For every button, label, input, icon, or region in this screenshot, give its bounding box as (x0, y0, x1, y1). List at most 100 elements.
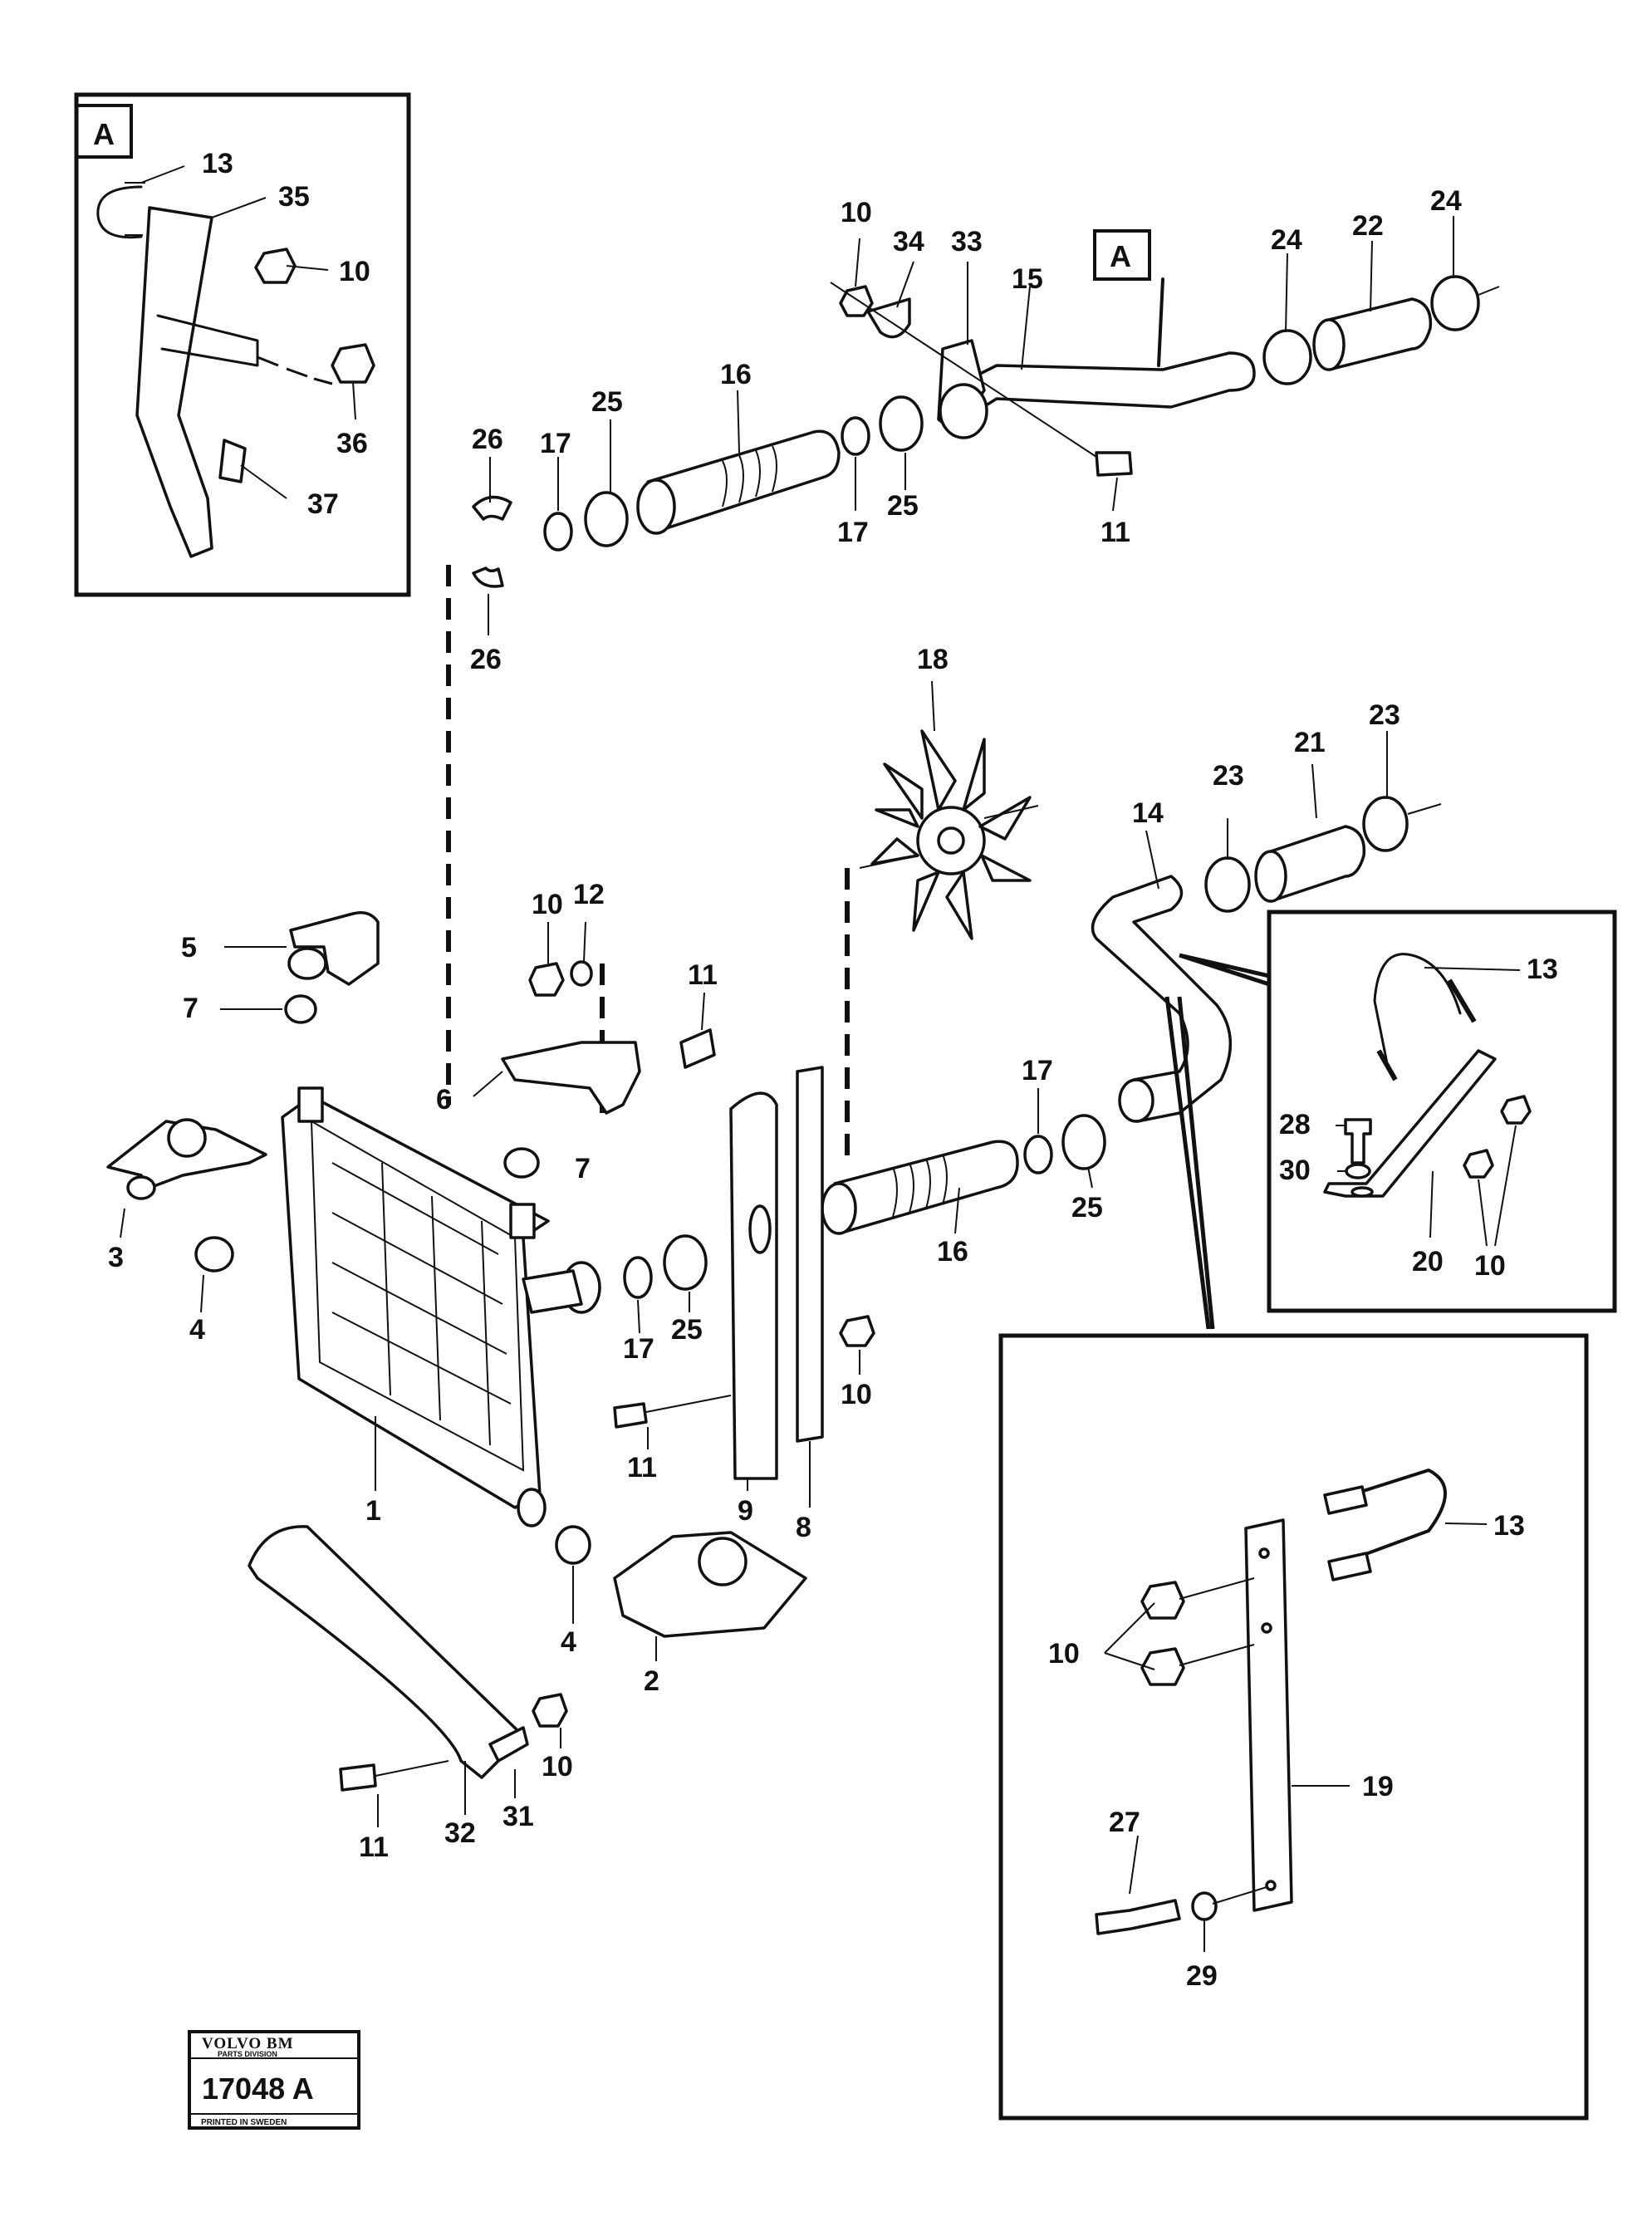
part-number: 24 (1271, 224, 1302, 256)
part-number: 16 (937, 1236, 968, 1268)
fan-guard (248, 1525, 525, 1779)
part-number: 34 (893, 226, 924, 257)
part-number: 35 (278, 181, 310, 213)
o-ring (1023, 1135, 1053, 1174)
part-number: 8 (796, 1512, 811, 1543)
hose (1269, 825, 1366, 903)
hose-clamp (1262, 329, 1312, 385)
part-number: 37 (307, 488, 339, 520)
mounting-bracket (289, 911, 380, 986)
part-number: 7 (183, 993, 199, 1024)
detail-box-a-label: A (93, 117, 115, 151)
part-number: 13 (1493, 1510, 1525, 1542)
lower-pipe (1091, 875, 1233, 1123)
part-number: 36 (336, 428, 368, 459)
part-number: 17 (540, 428, 571, 459)
rubber-bushing (194, 1236, 234, 1272)
part-number: 33 (951, 226, 983, 257)
part-number: 3 (108, 1242, 124, 1273)
stamp-number: 17048 A (202, 2072, 314, 2106)
mounting-bracket (501, 1041, 641, 1115)
nut (1140, 1647, 1185, 1686)
guard-strip (488, 1726, 529, 1763)
part-number: 15 (1012, 263, 1043, 295)
part-number: 18 (917, 644, 949, 675)
part-number: 10 (1048, 1638, 1080, 1670)
part-number: 5 (181, 932, 197, 964)
part-number: 10 (532, 889, 563, 920)
mounting-bracket (613, 1531, 807, 1638)
part-number: 25 (1071, 1192, 1103, 1223)
part-number: 24 (1430, 185, 1462, 217)
part-number: 11 (688, 959, 718, 991)
nut (839, 285, 874, 317)
part-number: 11 (627, 1452, 657, 1483)
bracket (1244, 1518, 1293, 1912)
part-number: 29 (1186, 1960, 1218, 1992)
part-number: 7 (575, 1153, 591, 1184)
lower-pipe-assembly: 14 23 21 23 (1091, 699, 1442, 1330)
nut (1500, 1095, 1532, 1125)
part-number: 22 (1352, 210, 1384, 242)
rubber-bushing (284, 994, 317, 1024)
rubber-bushing (503, 1147, 540, 1179)
o-ring (623, 1256, 653, 1299)
part-number: 17 (837, 517, 869, 548)
nut (331, 343, 375, 384)
hose-clamp (584, 491, 629, 547)
nut (1463, 1149, 1494, 1179)
nut (839, 1315, 875, 1347)
cooling-fan: 18 (859, 644, 1039, 940)
radiator (281, 1095, 550, 1509)
hose-clamp (879, 395, 924, 452)
hose-clamp (1430, 275, 1480, 331)
part-number: 21 (1294, 727, 1326, 758)
part-number: 11 (359, 1831, 389, 1863)
hose-clamp (663, 1234, 708, 1291)
o-ring (543, 512, 573, 552)
washer (570, 960, 593, 987)
part-number: 23 (1213, 760, 1244, 792)
part-number: 25 (887, 490, 919, 522)
part-number: 13 (1527, 954, 1558, 985)
part-number: 4 (189, 1314, 205, 1346)
shroud-plate (796, 1066, 824, 1443)
bolt (1344, 1118, 1372, 1165)
part-number: 9 (738, 1495, 753, 1527)
stamp-brand: VOLVO BM (202, 2035, 294, 2052)
part-number: 1 (365, 1495, 381, 1527)
part-number: 11 (1101, 517, 1130, 548)
part-number: 26 (472, 424, 503, 455)
part-number: 28 (1279, 1109, 1311, 1140)
nut (528, 962, 565, 997)
part-number: 6 (436, 1084, 452, 1116)
detail-box-bracket-19: 13 10 19 27 29 (998, 1333, 1589, 2121)
washer (1191, 1891, 1218, 1921)
bolt (1095, 1899, 1181, 1935)
part-number: 10 (339, 256, 370, 287)
hose-clamp (1061, 1114, 1106, 1170)
bolt (1095, 451, 1133, 477)
bolt (218, 439, 247, 483)
u-bolt (96, 185, 143, 239)
hose-clamp (1204, 856, 1251, 913)
nut (1140, 1581, 1185, 1620)
u-bolt (1336, 1469, 1447, 1563)
detail-box-bracket-20: 13 28 30 20 10 (1267, 910, 1617, 1313)
part-number: 13 (202, 148, 233, 179)
hose (1327, 297, 1433, 371)
hose-clamp (1362, 796, 1409, 852)
upper-pipe (953, 351, 1256, 421)
part-number: 27 (1109, 1807, 1140, 1838)
part-number: 25 (671, 1314, 703, 1346)
shroud-plate (729, 1091, 778, 1480)
u-bolt (1373, 953, 1462, 1065)
part-number: 12 (573, 879, 605, 910)
part-number: 10 (841, 197, 872, 228)
bolt (679, 1028, 716, 1069)
publisher-stamp: VOLVO BM PARTS DIVISION 17048 A PRINTED … (188, 2030, 360, 2130)
bracket (1323, 1049, 1497, 1198)
part-number: 10 (1474, 1250, 1506, 1282)
bracket (135, 206, 213, 558)
